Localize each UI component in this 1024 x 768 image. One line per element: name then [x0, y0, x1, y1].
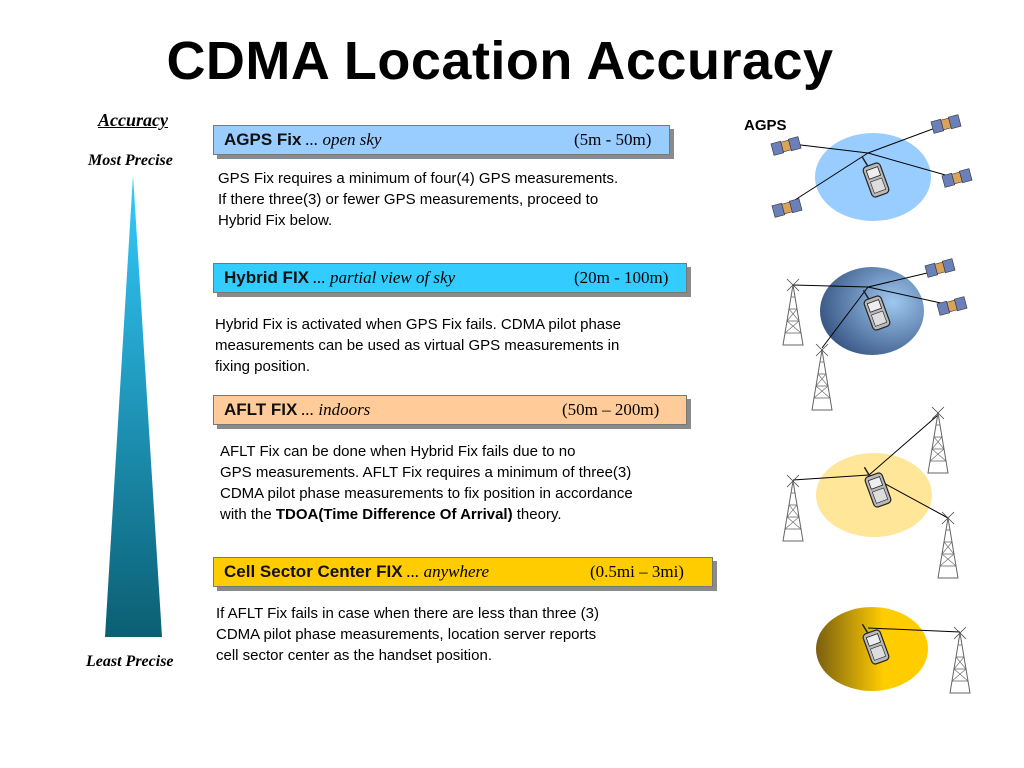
aflt-fix-bar: AFLT FIX ... indoors (50m – 200m) [213, 395, 687, 425]
fix-range: (5m - 50m) [574, 130, 652, 149]
slide-title: CDMA Location Accuracy [166, 31, 834, 91]
cell-tower-icon [782, 278, 804, 346]
satellite-icon [770, 136, 802, 156]
accuracy-heading: Accuracy [98, 110, 168, 130]
cell-sector-fix-description: If AFLT Fix fails in case when there are… [216, 603, 599, 666]
agps-diagram-label: AGPS [744, 117, 787, 134]
hybrid-fix-description: Hybrid Fix is activated when GPS Fix fai… [215, 314, 621, 377]
fix-condition: ... indoors [301, 400, 371, 419]
tdoa-term: TDOA(Time Difference Of Arrival) [275, 506, 513, 523]
desc-line: GPS measurements. AFLT Fix requires a mi… [220, 464, 632, 481]
cell-sector-diagram [816, 607, 971, 694]
fix-name: AFLT FIX [224, 400, 298, 419]
cell-tower-icon [811, 343, 833, 411]
satellite-icon [924, 258, 956, 278]
fix-name: Cell Sector Center FIX [224, 562, 403, 581]
desc-text: theory. [512, 506, 562, 523]
agps-diagram [770, 114, 973, 221]
fix-condition: ... open sky [305, 130, 382, 149]
least-precise-label: Least Precise [86, 653, 174, 670]
cell-tower-icon [949, 626, 971, 694]
desc-line: Hybrid Fix below. [218, 212, 333, 229]
fix-name: AGPS Fix [224, 130, 302, 149]
accuracy-wedge [105, 175, 162, 637]
hybrid-diagram [782, 258, 968, 411]
agps-fix-description: GPS Fix requires a minimum of four(4) GP… [218, 168, 618, 231]
satellite-icon [930, 114, 962, 134]
desc-line: cell sector center as the handset positi… [216, 647, 492, 664]
fix-condition: ... partial view of sky [313, 268, 456, 287]
hybrid-fix-bar: Hybrid FIX ... partial view of sky (20m … [213, 263, 687, 293]
satellite-icon [936, 296, 968, 316]
desc-line: fixing position. [215, 358, 311, 375]
aflt-fix-description: AFLT Fix can be done when Hybrid Fix fai… [220, 441, 633, 525]
cell-tower-icon [937, 511, 959, 579]
satellite-icon [771, 198, 803, 218]
most-precise-label: Most Precise [88, 152, 173, 169]
desc-line: with the TDOA(Time Difference Of Arrival… [220, 504, 633, 525]
fix-condition: ... anywhere [406, 562, 490, 581]
desc-text: with the [220, 506, 276, 523]
aflt-diagram [782, 406, 959, 579]
satellite-icon [941, 168, 973, 188]
cell-sector-fix-bar: Cell Sector Center FIX ... anywhere (0.5… [213, 557, 713, 587]
desc-line: GPS Fix requires a minimum of four(4) GP… [218, 170, 619, 187]
fix-name: Hybrid FIX [224, 268, 310, 287]
fix-range: (0.5mi – 3mi) [590, 562, 684, 581]
desc-line: CDMA pilot phase measurements to fix pos… [220, 485, 633, 502]
cell-tower-icon [782, 474, 804, 542]
cell-tower-icon [927, 406, 949, 474]
desc-line: Hybrid Fix is activated when GPS Fix fai… [215, 316, 621, 333]
desc-line: CDMA pilot phase measurements, location … [216, 626, 597, 643]
fix-range: (50m – 200m) [562, 400, 660, 419]
fix-range: (20m - 100m) [574, 268, 669, 287]
desc-line: If AFLT Fix fails in case when there are… [216, 605, 599, 622]
desc-line: AFLT Fix can be done when Hybrid Fix fai… [220, 443, 576, 460]
desc-line: If there three(3) or fewer GPS measureme… [218, 191, 599, 208]
desc-line: measurements can be used as virtual GPS … [215, 337, 620, 354]
agps-fix-bar: AGPS Fix ... open sky (5m - 50m) [213, 125, 670, 155]
positioning-diagrams [770, 114, 973, 694]
